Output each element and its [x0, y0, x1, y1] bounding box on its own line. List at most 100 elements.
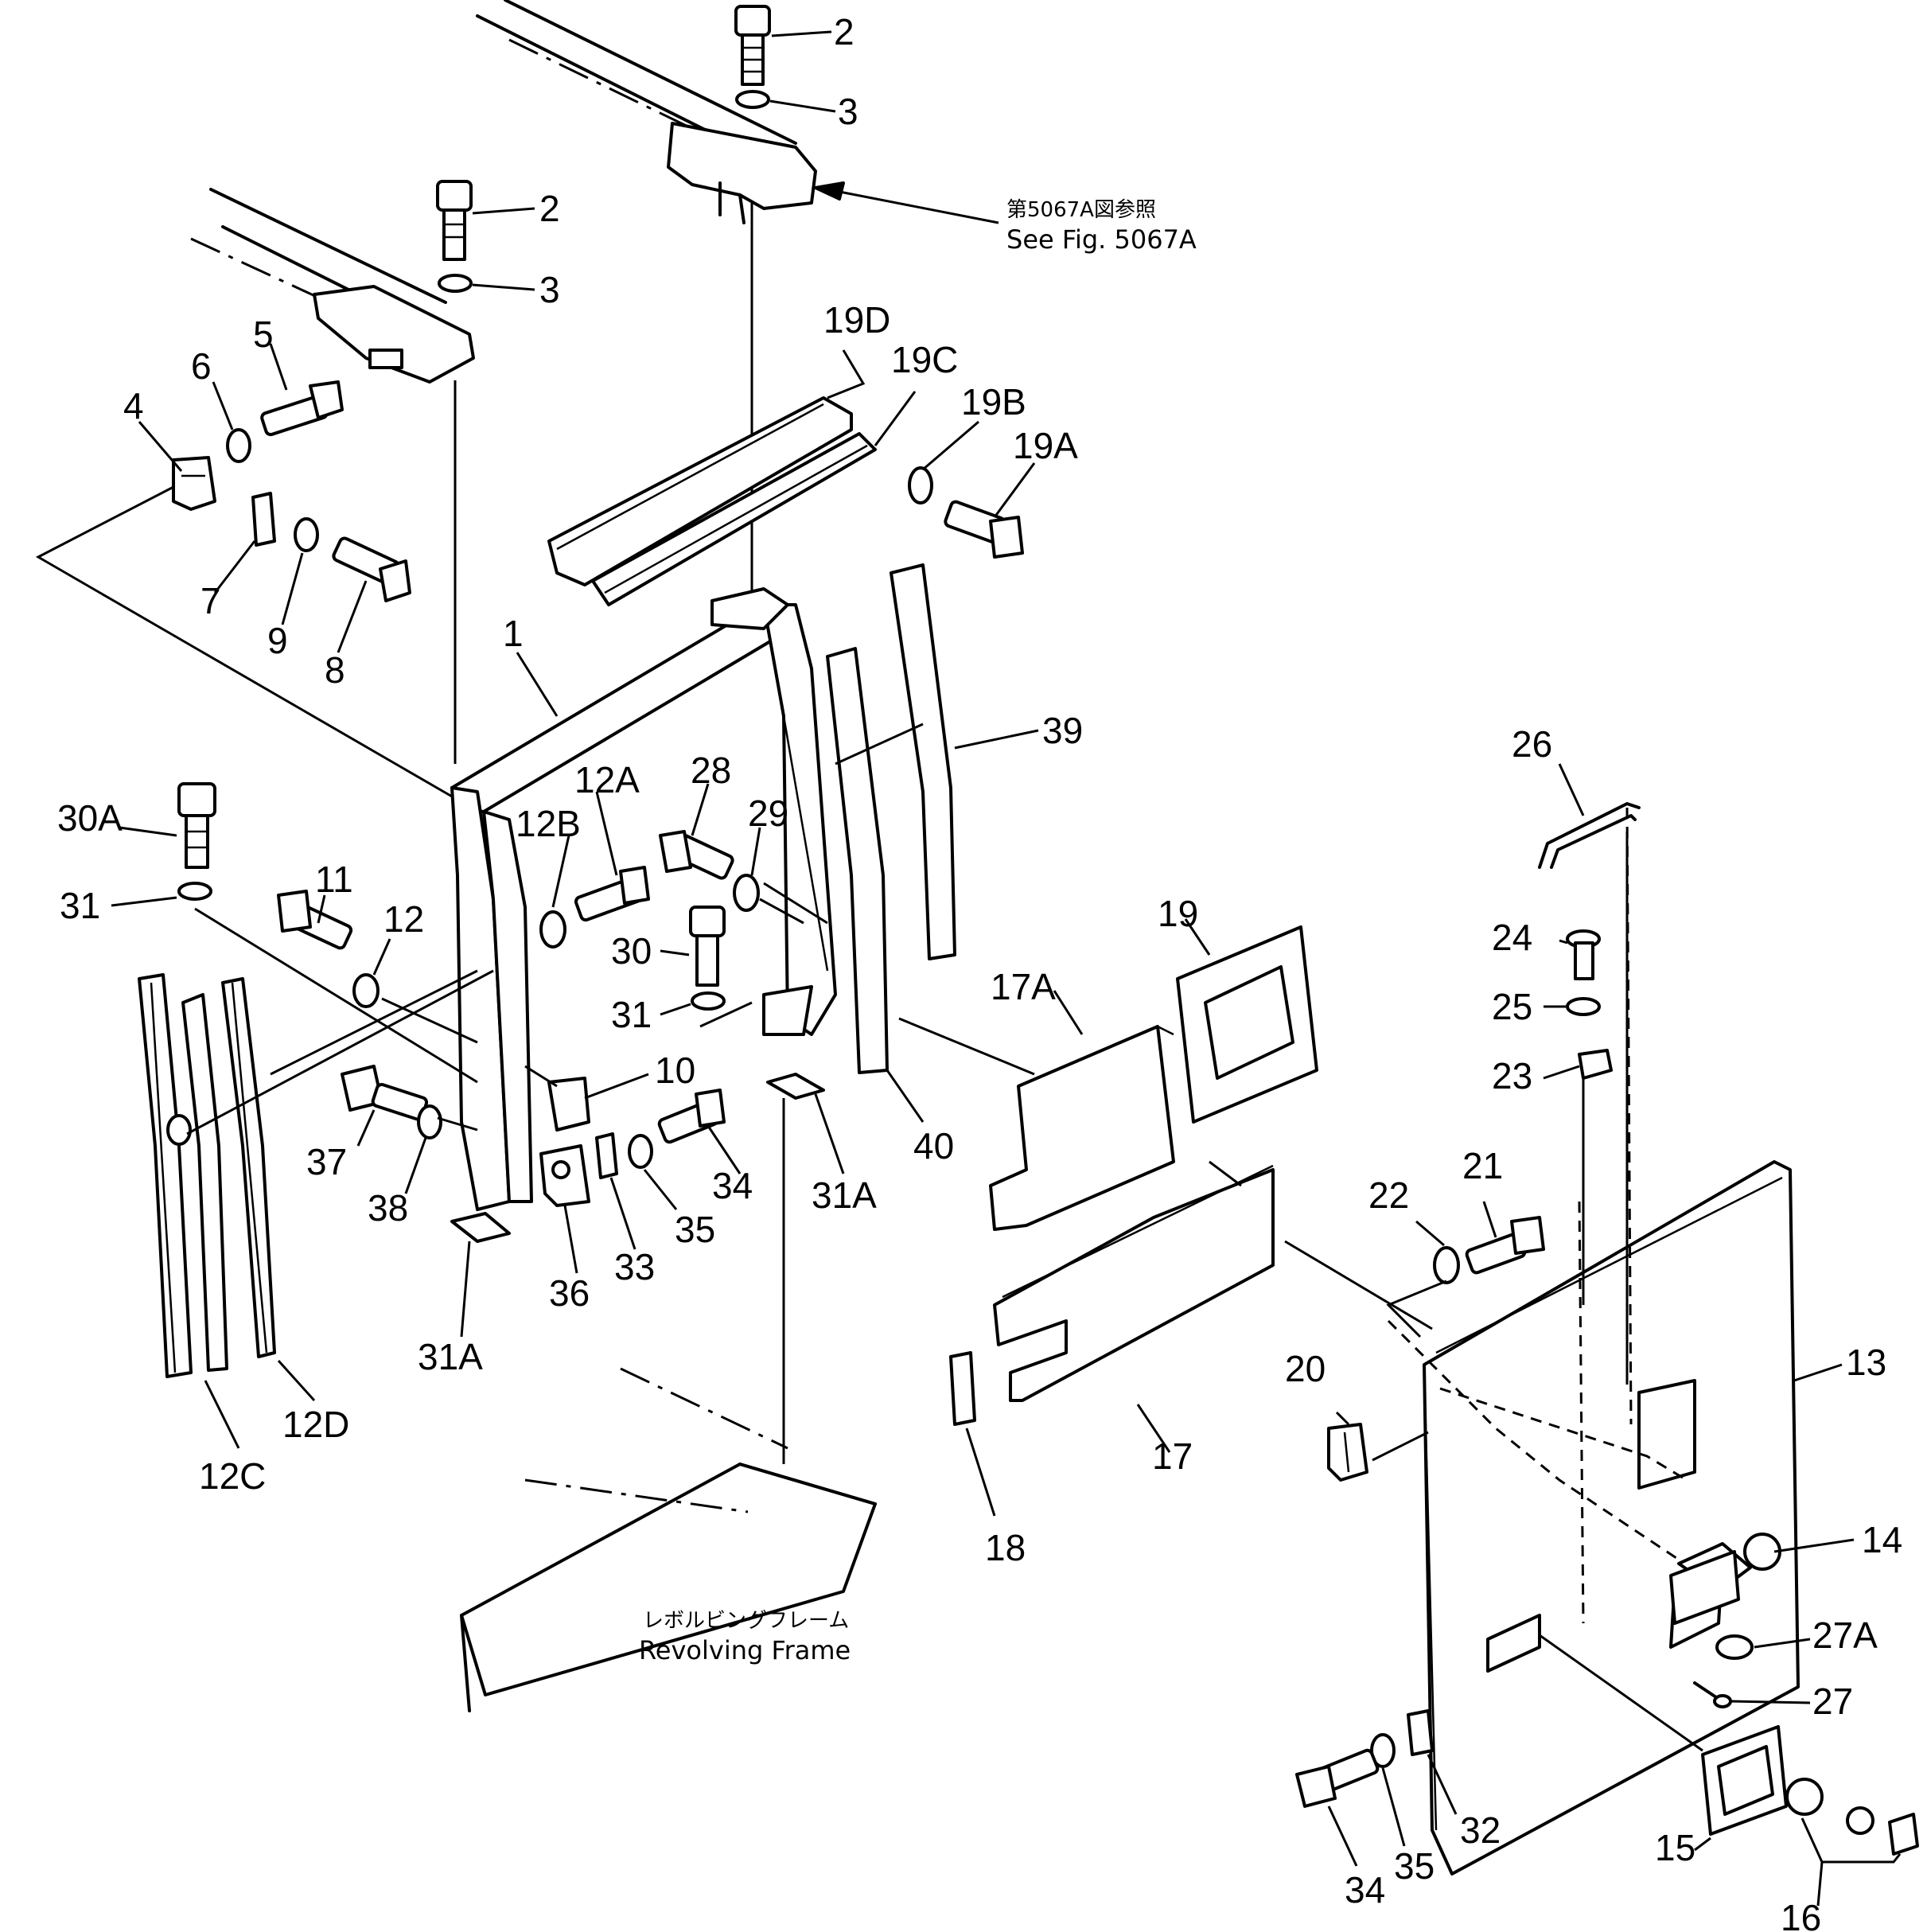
callout-29: 29	[748, 793, 788, 834]
callout-10: 10	[655, 1050, 695, 1091]
strip-39	[890, 563, 956, 960]
bolt-34-right	[1295, 1748, 1380, 1808]
callout-1: 1	[503, 613, 524, 654]
callout-19a: 19A	[1013, 425, 1078, 466]
callout-12a: 12A	[574, 759, 640, 800]
bolt-8	[332, 536, 411, 602]
callout-24: 24	[1492, 917, 1532, 958]
washer-12	[352, 973, 380, 1008]
callout-27a: 27A	[1812, 1615, 1878, 1656]
callout-35: 35	[675, 1209, 715, 1250]
upper-left-beam	[190, 188, 475, 384]
track-rail-19D	[547, 396, 877, 606]
panel-17	[993, 1164, 1275, 1402]
rod-26	[1538, 802, 1641, 869]
callout-3: 3	[838, 91, 858, 132]
callout-12b: 12B	[516, 803, 581, 844]
callout-37: 37	[306, 1141, 347, 1182]
seal-12C	[138, 973, 228, 1378]
callout-20: 20	[1285, 1348, 1326, 1389]
fig-ref-en: See Fig. 5067A	[1006, 224, 1197, 255]
panel-19-window	[1176, 925, 1318, 1124]
bolt-12A	[574, 866, 650, 922]
frame-ref-en: Revolving Frame	[639, 1635, 851, 1665]
bolt-28	[659, 830, 734, 880]
main-frame-1	[450, 587, 837, 1211]
callout-18: 18	[985, 1527, 1026, 1568]
callout-9: 9	[267, 620, 288, 661]
callout-25: 25	[1492, 986, 1532, 1027]
washer-31-center	[691, 991, 726, 1011]
callout-35: 35	[1394, 1845, 1435, 1887]
callout-34: 34	[1345, 1869, 1385, 1911]
panel-17A	[989, 1025, 1175, 1231]
bolt-30	[689, 906, 726, 987]
callout-36: 36	[549, 1272, 590, 1314]
handle-15	[1701, 1725, 1788, 1836]
callout-12d: 12D	[282, 1404, 349, 1445]
bolt-24	[1566, 929, 1601, 980]
bracket-4	[172, 456, 216, 511]
callout-19b: 19B	[961, 381, 1026, 423]
strip-40	[826, 647, 889, 1074]
washer-12B	[539, 910, 566, 948]
callout-26: 26	[1512, 723, 1552, 765]
bolt-5	[260, 380, 344, 437]
callout-30a: 30A	[57, 797, 123, 839]
catch-20	[1327, 1423, 1368, 1482]
callout-31a: 31A	[812, 1174, 877, 1216]
callout-2: 2	[834, 11, 854, 53]
door-13	[1387, 807, 1800, 1876]
callout-40: 40	[913, 1125, 954, 1167]
callout-3: 3	[539, 269, 560, 310]
clip-23	[1578, 1049, 1613, 1080]
washer-9	[294, 517, 319, 552]
washer-3-top	[735, 90, 770, 109]
callout-31: 31	[60, 885, 100, 926]
bolt-30A	[177, 782, 216, 869]
clip-7	[251, 492, 276, 547]
callout-11: 11	[315, 859, 353, 900]
bolt-19A	[944, 500, 1024, 559]
bolt-2-left	[436, 180, 473, 261]
washer-27A	[1715, 1634, 1754, 1660]
bolt-37	[341, 1065, 429, 1121]
washer-35	[628, 1134, 653, 1169]
callout-15: 15	[1655, 1827, 1695, 1868]
lock-16	[1785, 1778, 1919, 1856]
callout-30: 30	[611, 930, 652, 972]
callout-4: 4	[123, 385, 144, 427]
clip-10	[547, 1077, 590, 1132]
callout-2: 2	[539, 188, 560, 229]
callout-32: 32	[1460, 1809, 1501, 1851]
washer-29	[733, 874, 760, 912]
washer-25	[1566, 997, 1601, 1016]
bolt-34	[657, 1089, 726, 1144]
upper-rear-beam	[476, 0, 817, 224]
callout-34: 34	[712, 1165, 753, 1206]
block-18	[949, 1351, 976, 1426]
clip-32	[1407, 1709, 1434, 1756]
hinge-36	[539, 1144, 590, 1207]
frame-ref-jp: レボルビングフレーム	[643, 1609, 849, 1633]
callout-38: 38	[368, 1187, 408, 1229]
callout-16: 16	[1781, 1897, 1821, 1932]
washer-31-left	[177, 882, 212, 901]
shim-31A-left	[450, 1212, 511, 1243]
callout-19: 19	[1158, 893, 1198, 934]
callout-39: 39	[1042, 710, 1083, 751]
callout-27: 27	[1812, 1681, 1853, 1722]
washer-38	[417, 1104, 442, 1139]
callout-19c: 19C	[891, 339, 958, 380]
clip-33	[595, 1132, 618, 1179]
bolt-21	[1465, 1216, 1545, 1275]
callout-31a: 31A	[418, 1336, 483, 1377]
callout-17: 17	[1152, 1435, 1193, 1477]
shim-31A-center	[766, 1073, 825, 1100]
washer-19B	[908, 466, 933, 504]
callout-28: 28	[691, 750, 731, 791]
callout-8: 8	[325, 649, 345, 691]
callout-33: 33	[614, 1246, 655, 1287]
callout-12: 12	[383, 898, 424, 940]
